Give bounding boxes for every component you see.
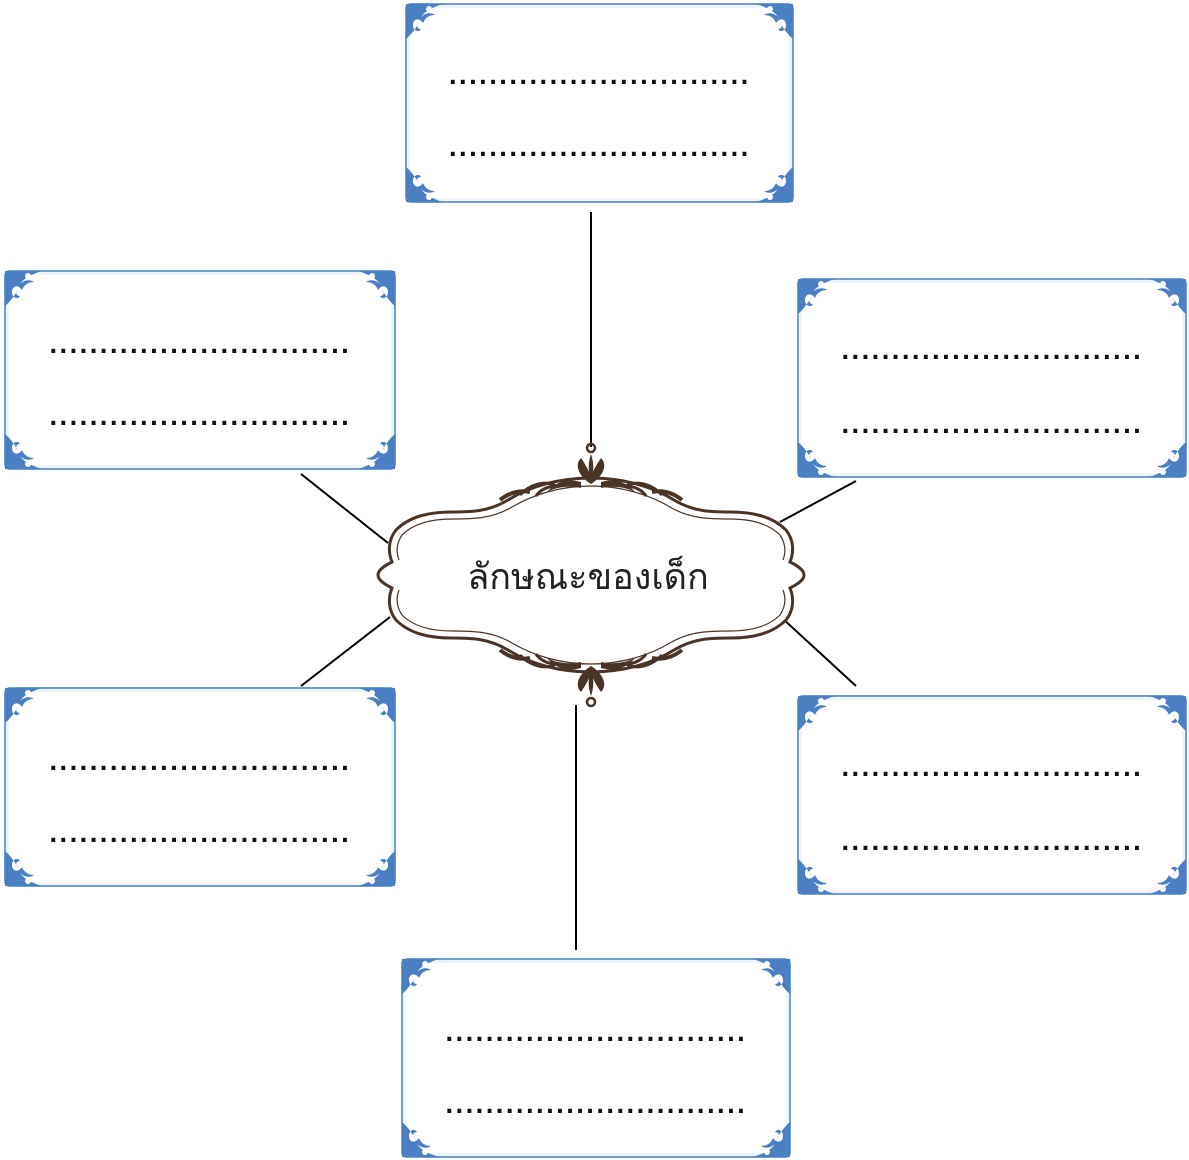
answer-box-bottom: .............................. .........… <box>401 958 791 1158</box>
connector-lower-right <box>781 617 857 687</box>
corner-ornament-icon <box>756 167 793 202</box>
box-frame <box>797 278 1187 478</box>
box-frame <box>405 3 794 203</box>
answer-line-1[interactable]: .............................. <box>49 751 351 776</box>
corner-ornament-icon <box>5 434 42 469</box>
corner-ornament-icon <box>5 688 42 723</box>
corner-ornament-icon <box>358 271 395 306</box>
box-frame <box>4 687 396 887</box>
corner-ornament-icon <box>798 859 835 894</box>
answer-box-upper-right: .............................. .........… <box>797 278 1187 478</box>
center-title: ลักษณะของเด็ก <box>467 557 709 598</box>
box-frame <box>4 270 396 470</box>
corner-ornament-icon <box>402 1122 439 1157</box>
corner-ornament-icon <box>798 279 835 314</box>
answer-line-2[interactable]: .............................. <box>448 137 751 162</box>
answer-line-2[interactable]: .............................. <box>841 414 1143 439</box>
box-frame <box>401 958 791 1158</box>
corner-ornament-icon <box>358 851 395 886</box>
connector-lower-left <box>300 616 391 687</box>
corner-ornament-icon <box>1149 696 1186 731</box>
corner-ornament-icon <box>798 696 835 731</box>
corner-ornament-icon <box>1149 279 1186 314</box>
connector-upper-left <box>300 473 389 544</box>
answer-box-top: .............................. .........… <box>405 3 794 203</box>
answer-box-lower-left: .............................. .........… <box>4 687 396 887</box>
answer-line-2[interactable]: .............................. <box>49 823 351 848</box>
answer-line-2[interactable]: .............................. <box>445 1094 747 1119</box>
connector-upper-right <box>779 480 857 523</box>
answer-line-1[interactable]: .............................. <box>448 65 751 90</box>
corner-ornament-icon <box>402 959 439 994</box>
corner-ornament-icon <box>358 434 395 469</box>
corner-ornament-icon <box>5 271 42 306</box>
corner-ornament-icon <box>358 688 395 723</box>
corner-ornament-icon <box>798 442 835 477</box>
corner-ornament-icon <box>756 4 793 39</box>
answer-box-upper-left: .............................. .........… <box>4 270 396 470</box>
corner-ornament-icon <box>406 4 443 39</box>
corner-ornament-icon <box>753 1122 790 1157</box>
corner-ornament-icon <box>1149 859 1186 894</box>
answer-line-2[interactable]: .............................. <box>49 406 351 431</box>
box-frame <box>797 695 1187 895</box>
answer-line-1[interactable]: .............................. <box>49 334 351 359</box>
corner-ornament-icon <box>1149 442 1186 477</box>
answer-line-2[interactable]: .............................. <box>841 831 1143 856</box>
corner-ornament-icon <box>5 851 42 886</box>
answer-line-1[interactable]: .............................. <box>841 757 1143 782</box>
corner-ornament-icon <box>406 167 443 202</box>
answer-box-lower-right: .............................. .........… <box>797 695 1187 895</box>
answer-line-1[interactable]: .............................. <box>445 1022 747 1047</box>
answer-line-1[interactable]: .............................. <box>841 340 1143 365</box>
corner-ornament-icon <box>753 959 790 994</box>
